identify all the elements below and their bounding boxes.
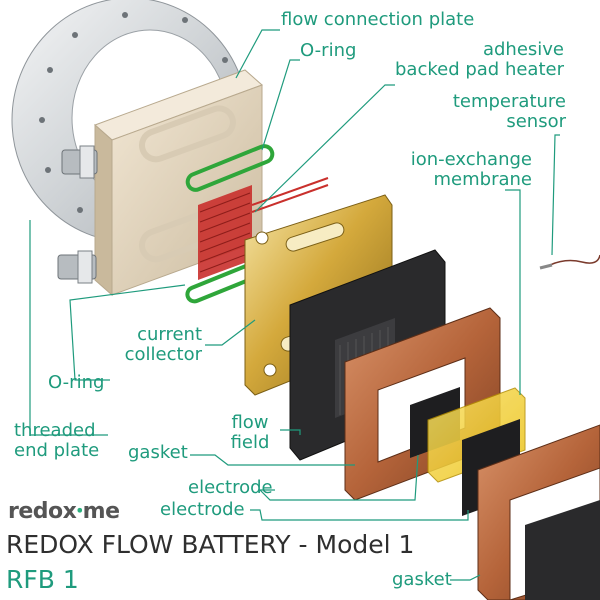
temperature-sensor [539, 254, 600, 270]
label-gasket-bottom: gasket [392, 569, 452, 590]
label-electrode-1: electrode [188, 477, 273, 498]
adhesive-pad-heater [198, 177, 329, 280]
page-title: REDOX FLOW BATTERY - Model 1 [6, 530, 415, 559]
label-flow-field: flow field [230, 412, 270, 453]
label-o-ring-top: O-ring [300, 40, 357, 61]
model-name: RFB 1 [6, 565, 79, 594]
o-ring-top [185, 144, 275, 192]
label-electrode-2: electrode [160, 499, 245, 520]
label-current-collector: current collector [124, 324, 202, 365]
label-flow-connection-plate: flow connection plate [281, 9, 475, 30]
label-temperature-sensor: temperature sensor [452, 91, 566, 132]
label-threaded-end-plate: threaded end plate [14, 420, 100, 461]
label-adhesive-pad-heater: adhesive backed pad heater [394, 39, 564, 80]
label-ion-exchange-membrane: ion-exchange membrane [410, 149, 532, 190]
gasket-second [477, 424, 600, 600]
label-gasket-left: gasket [128, 442, 188, 463]
label-o-ring-bottom: O-ring [48, 372, 105, 393]
redoxme-logo: redoxꞏme [8, 499, 120, 524]
leader-lines [29, 29, 560, 581]
